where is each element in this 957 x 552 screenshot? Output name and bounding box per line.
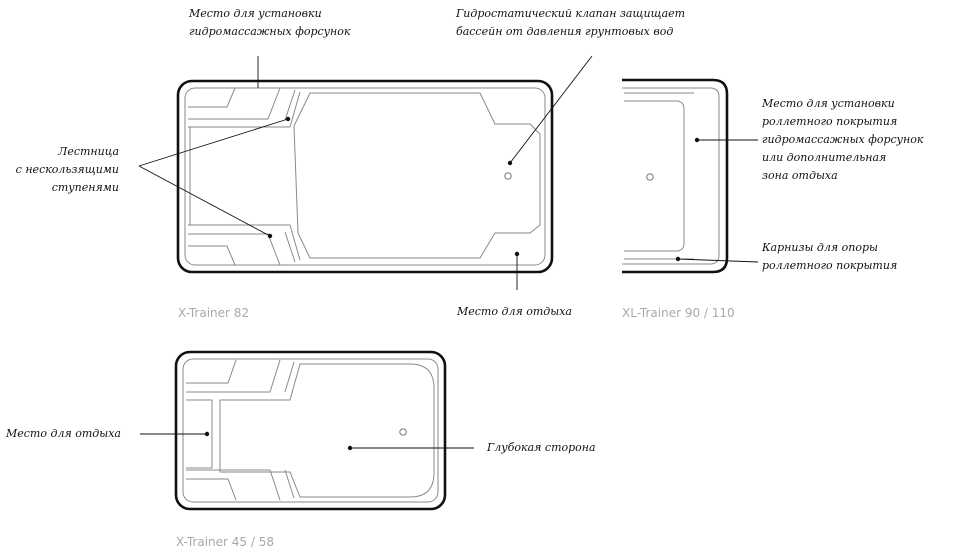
- model-label-xl-trainer: XL-Trainer 90 / 110: [622, 306, 735, 320]
- annotation-stairs-line-1: Лестница: [58, 145, 119, 158]
- pool-x82-outer-rim: [176, 79, 554, 274]
- annotation-deep-side: Глубокая сторона: [487, 441, 596, 454]
- annotation-cover: Место для установки роллетного покрытия …: [762, 95, 924, 185]
- annotation-rest-x82: Место для отдыха: [457, 305, 572, 318]
- callout-dot-rest-x45: [204, 431, 210, 437]
- annotation-valve-line-2: бассейн от давления грунтовых вод: [456, 25, 674, 38]
- annotation-ledges: Карнизы для опоры роллетного покрытия: [762, 239, 897, 275]
- annotation-cover-line-2: роллетного покрытия: [762, 115, 898, 128]
- callout-dot-valve: [507, 160, 513, 166]
- annotation-cover-line-1: Место для установки: [762, 97, 895, 110]
- pool-x82-floor: [293, 92, 541, 259]
- pool-x45-outer-rim: [174, 350, 447, 511]
- callouts: [138, 55, 759, 451]
- pool-x45-stairs-bottom: [186, 469, 295, 501]
- pool-x-trainer-82: [176, 79, 554, 274]
- annotation-jets: Место для установки гидромассажных форсу…: [189, 5, 351, 41]
- pool-x82-stairs-bottom: [188, 224, 301, 266]
- pool-xl-valve: [646, 173, 654, 181]
- annotation-cover-line-3: гидромассажных форсунок: [762, 133, 924, 146]
- pool-xl-outer-rim: [622, 78, 729, 274]
- pool-x45-inner-rim: [182, 358, 439, 503]
- annotation-ledges-line-2: роллетного покрытия: [762, 259, 898, 272]
- pool-x82-inner-rim: [184, 87, 546, 266]
- callout-line-ledges: [677, 258, 759, 263]
- callout-dot-cover: [694, 137, 700, 143]
- pool-x45-valve: [399, 428, 407, 436]
- callout-dot-deep: [347, 445, 353, 451]
- pool-x45-floor: [219, 363, 435, 498]
- annotation-valve: Гидростатический клапан защищает бассейн…: [456, 5, 685, 41]
- annotation-valve-line-1: Гидростатический клапан защищает: [456, 7, 686, 20]
- callout-dot-stairs-top: [285, 116, 291, 122]
- annotation-rest-x45: Место для отдыха: [6, 427, 121, 440]
- annotation-cover-line-5: зона отдыха: [762, 169, 838, 182]
- callout-dot-rest-x82: [514, 251, 520, 257]
- pool-x45-stairs-top: [186, 359, 295, 393]
- annotation-jets-line-2: гидромассажных форсунок: [189, 25, 351, 38]
- pool-x82-stairs-top: [188, 87, 301, 128]
- pool-xl-trainer: [622, 78, 729, 274]
- callout-line-valve: [509, 55, 593, 164]
- annotation-stairs-line-3: ступенями: [51, 181, 119, 194]
- callout-line-stairs-top: [138, 118, 289, 167]
- model-label-x-trainer-82: X-Trainer 82: [178, 306, 250, 320]
- annotation-ledges-line-1: Карнизы для опоры: [762, 241, 878, 254]
- annotation-cover-line-4: или дополнительная: [762, 151, 887, 164]
- annotation-stairs: Лестница с нескользящими ступенями: [16, 143, 119, 197]
- annotation-stairs-line-2: с нескользящими: [15, 163, 119, 176]
- callout-dot-stairs-bottom: [267, 233, 273, 239]
- pool-xl-inner-rim: [622, 87, 720, 265]
- pool-x-trainer-45: [174, 350, 447, 511]
- pool-xl-ledge-lines: [624, 92, 694, 260]
- pool-x82-valve: [504, 172, 512, 180]
- callout-dot-ledges: [675, 256, 681, 262]
- pool-x45-bench: [186, 399, 213, 469]
- model-label-x-trainer-45: X-Trainer 45 / 58: [176, 535, 274, 549]
- callout-line-stairs-bottom: [138, 165, 271, 237]
- annotation-jets-line-1: Место для установки: [189, 7, 322, 20]
